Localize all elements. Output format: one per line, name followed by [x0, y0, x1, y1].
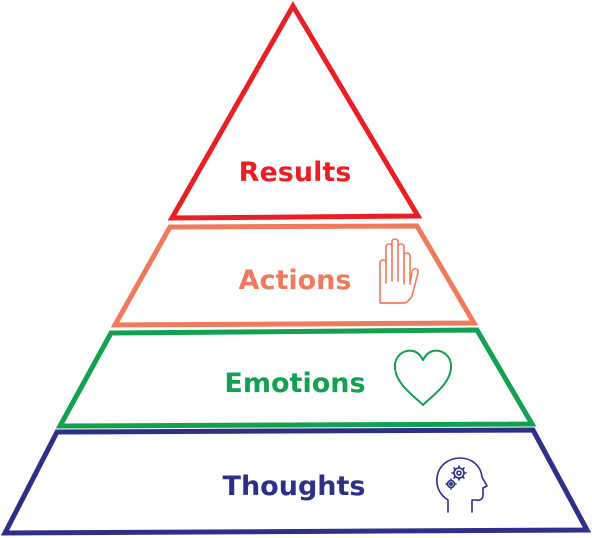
tier-actions-label: Actions: [239, 265, 352, 296]
tier-emotions-label: Emotions: [224, 368, 365, 399]
head-with-gears-icon: [436, 457, 488, 513]
heart-icon: [393, 349, 453, 406]
raised-hand-icon: [379, 238, 419, 304]
tier-results: Results: [167, 1, 423, 221]
tier-thoughts-shape: [0, 427, 592, 536]
tier-actions-shape: [110, 223, 479, 328]
tier-thoughts: Thoughts: [0, 427, 592, 536]
tier-actions: Actions: [110, 223, 479, 328]
tier-emotions: Emotions: [55, 327, 537, 429]
tier-results-shape: [167, 1, 423, 221]
tier-results-label: Results: [239, 157, 352, 188]
tier-thoughts-label: Thoughts: [223, 471, 366, 502]
tier-emotions-shape: [55, 327, 537, 429]
